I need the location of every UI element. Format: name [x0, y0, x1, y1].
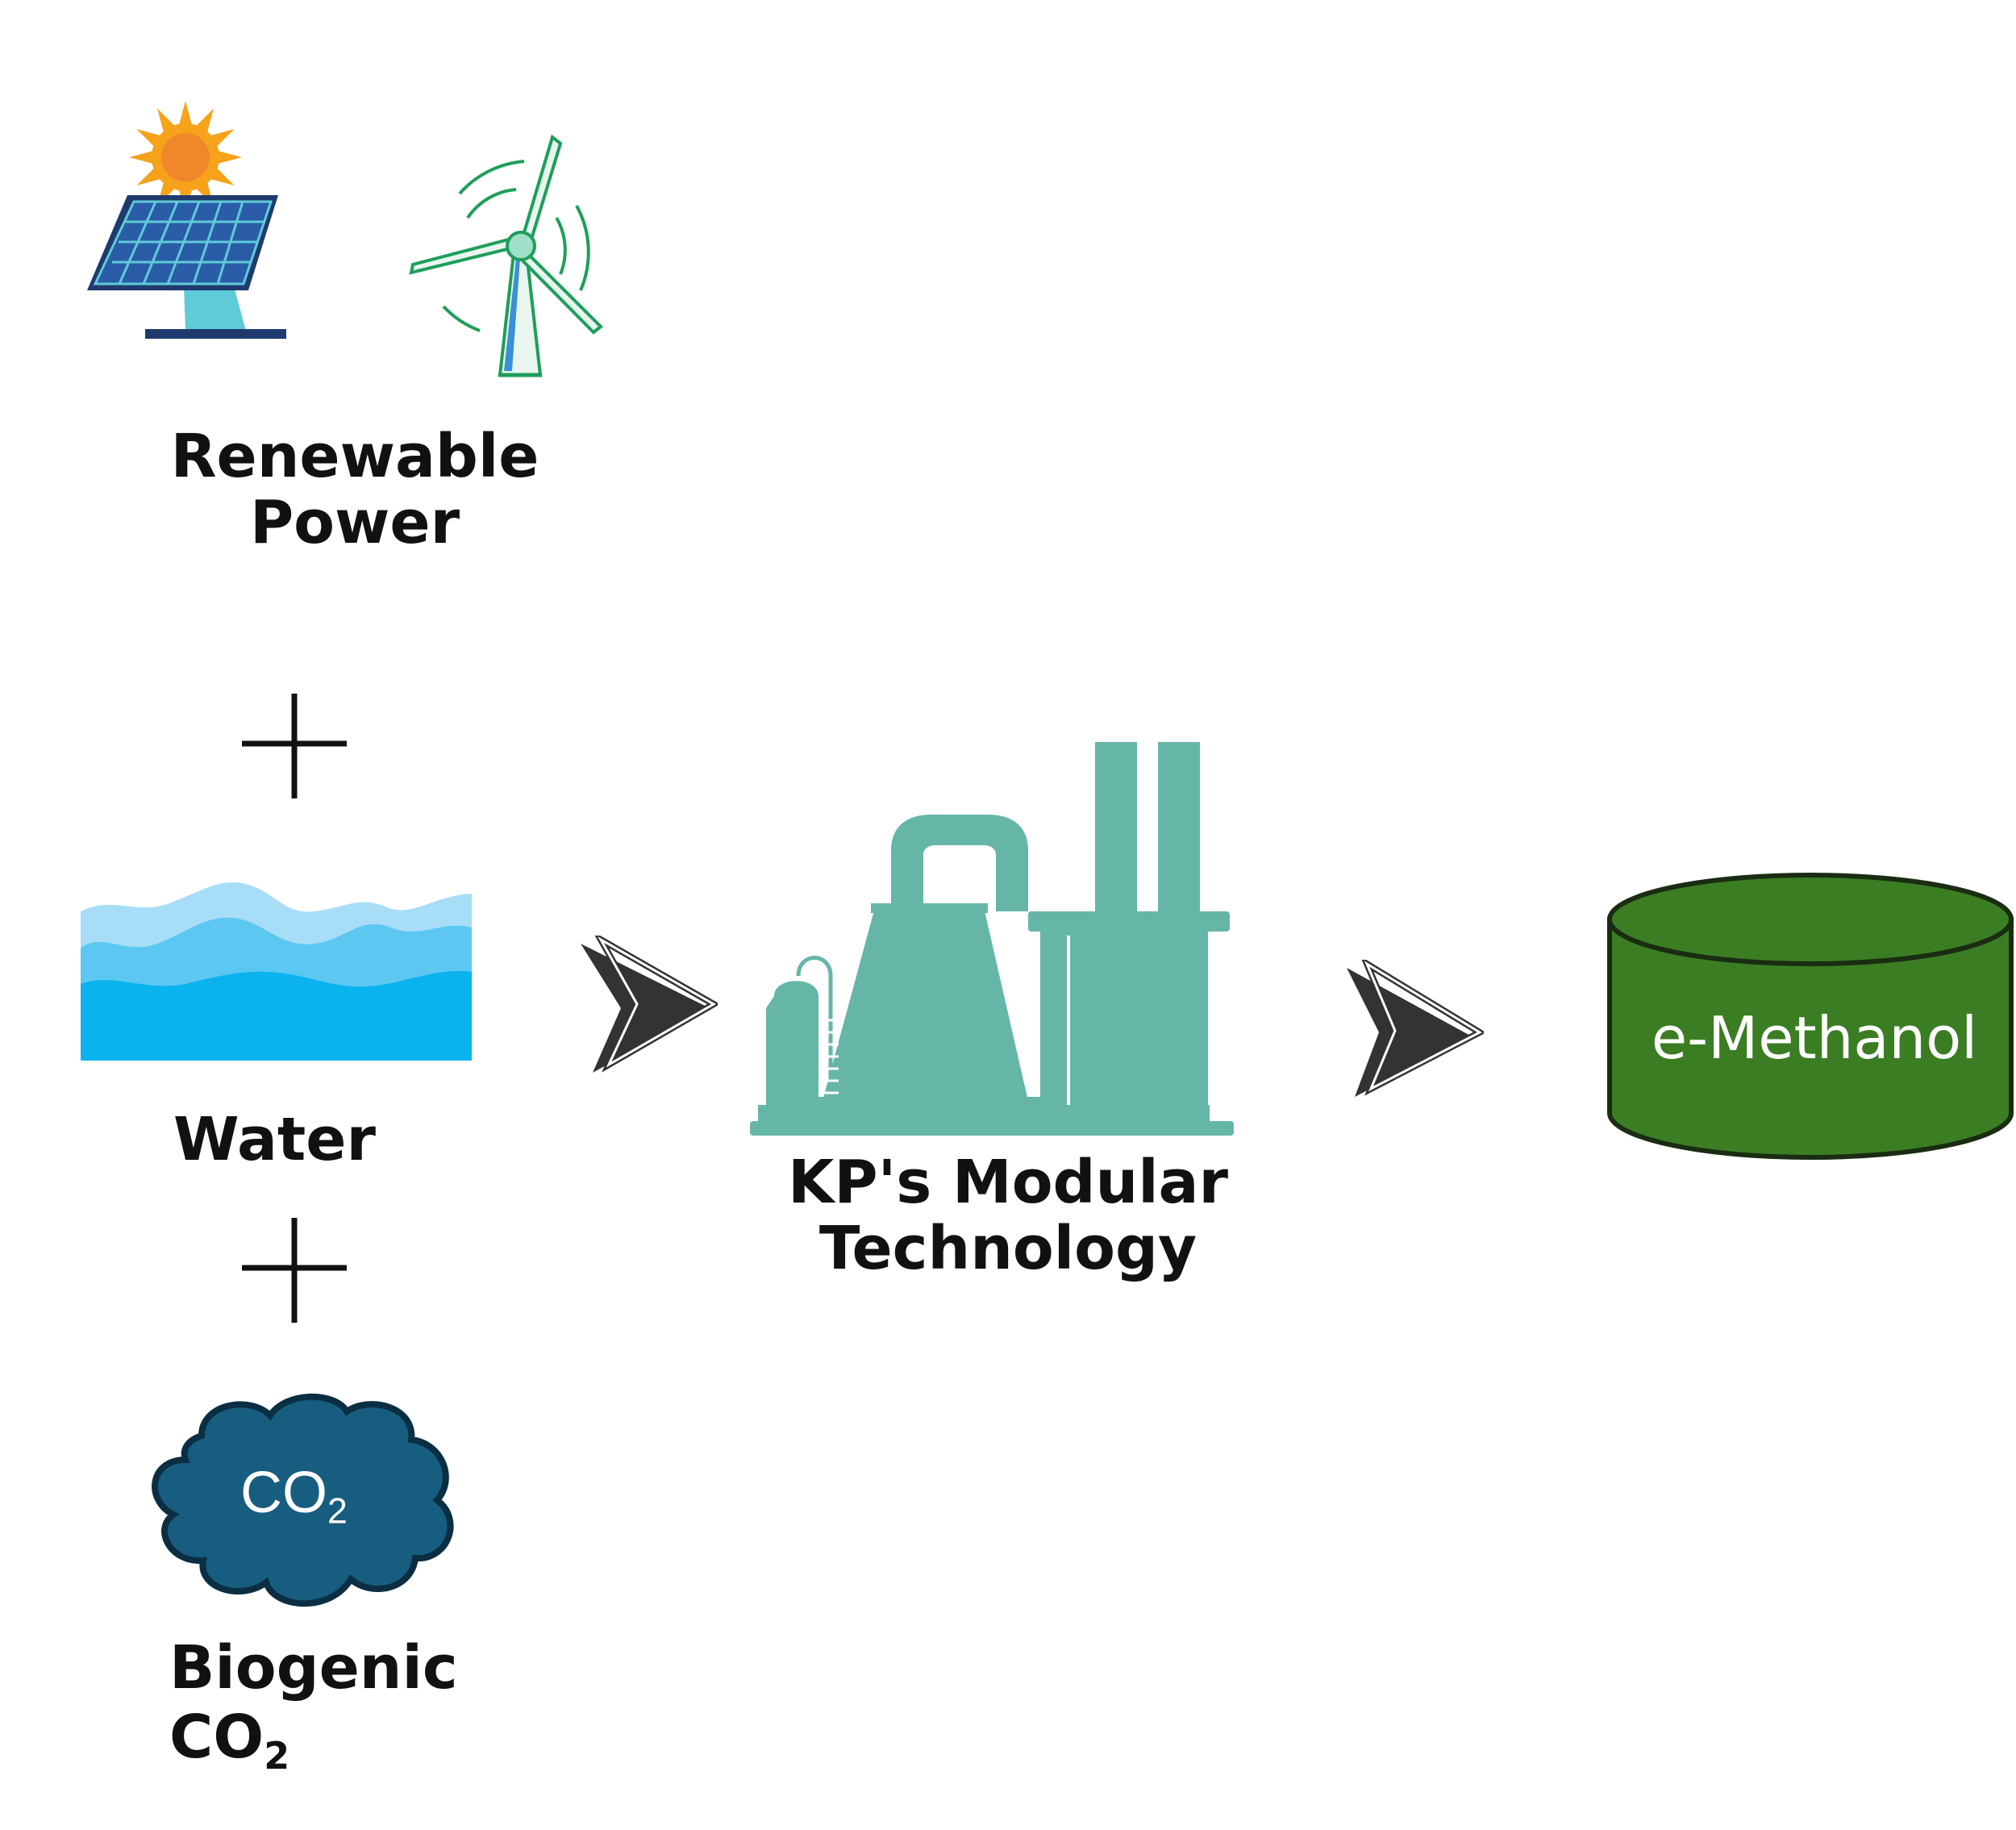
- arrow-right-icon: [581, 936, 718, 1073]
- biogenic-co2-line2-sub: 2: [264, 1733, 290, 1778]
- process-line2: Technology: [818, 1214, 1198, 1283]
- biogenic-co2-label: Biogenic CO2: [169, 1633, 508, 1774]
- e-methanol-label: e-Methanol: [1651, 1004, 1978, 1072]
- co2-cloud-icon: [152, 1393, 454, 1607]
- wind-turbine-icon: [409, 134, 604, 377]
- process-line1: KP's Modular: [788, 1148, 1228, 1217]
- biogenic-co2-line1: Biogenic: [169, 1633, 458, 1703]
- water-label: Water: [173, 1105, 376, 1174]
- co2-cloud-main: CO: [240, 1461, 327, 1525]
- water-waves-icon: [81, 882, 472, 1061]
- co2-cloud-text: CO2: [240, 1460, 348, 1529]
- renewable-power-line1: Renewable: [170, 422, 539, 491]
- cylinder-tank-icon: [1607, 873, 2014, 1160]
- plus-icon: [242, 1218, 347, 1323]
- co2-cloud-sub: 2: [327, 1491, 348, 1532]
- renewable-power-line2: Power: [249, 488, 460, 557]
- factory-icon: [750, 742, 1234, 1136]
- plus-icon: [242, 694, 347, 798]
- renewable-power-label: Renewable Power: [145, 423, 564, 556]
- solar-panel-icon: [87, 101, 286, 339]
- biogenic-co2-line2-main: CO: [169, 1703, 264, 1772]
- process-label: KP's Modular Technology: [750, 1149, 1266, 1282]
- sun-icon: [129, 101, 242, 214]
- biogenic-co2-line2: CO2: [169, 1703, 508, 1774]
- arrow-right-icon: [1347, 960, 1484, 1097]
